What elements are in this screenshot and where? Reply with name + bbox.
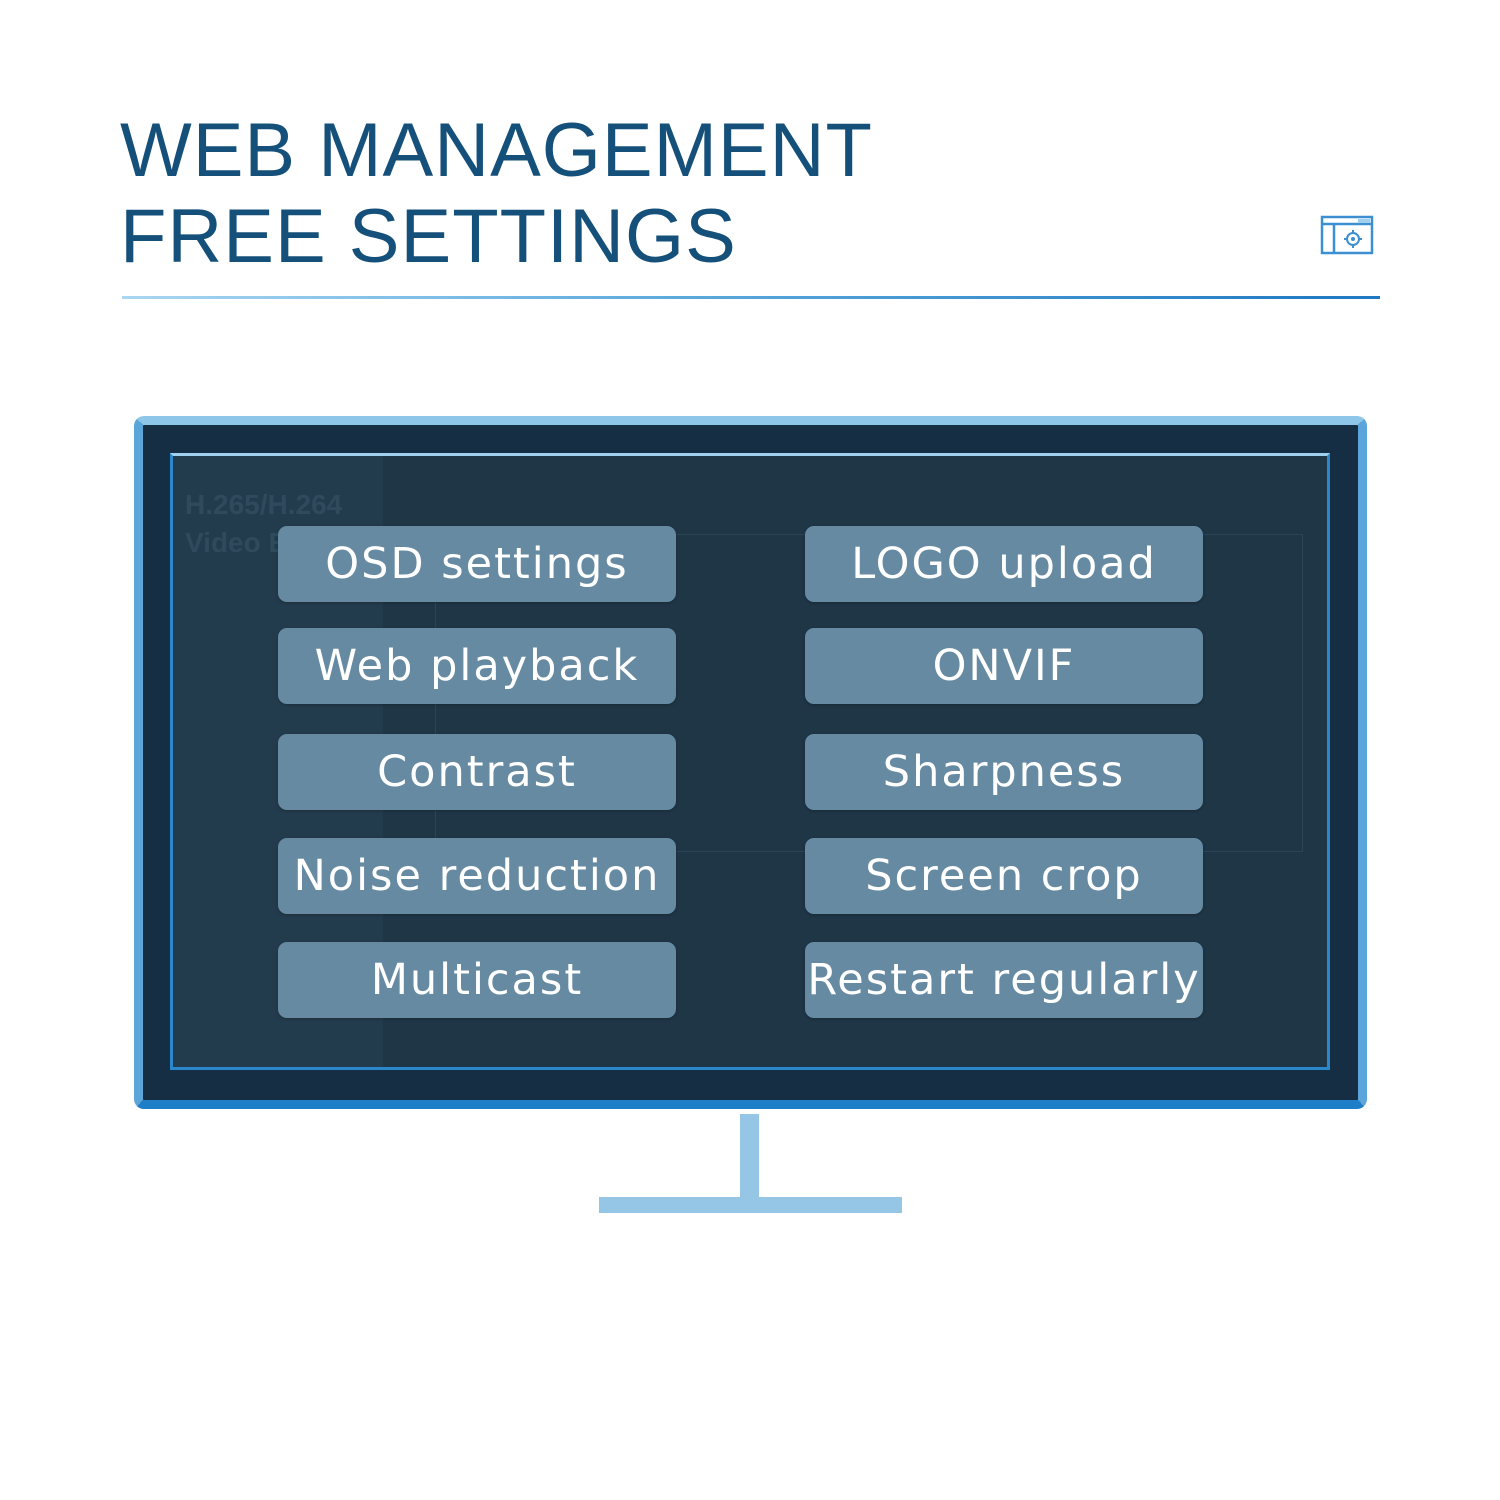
header-divider	[122, 296, 1380, 299]
osd-settings-button[interactable]: OSD settings	[278, 526, 676, 602]
headline-line-2: FREE SETTINGS	[120, 194, 737, 279]
sharpness-button[interactable]: Sharpness	[805, 734, 1203, 810]
monitor-stand-neck	[740, 1114, 759, 1202]
multicast-button[interactable]: Multicast	[278, 942, 676, 1018]
screen-crop-button[interactable]: Screen crop	[805, 838, 1203, 914]
monitor-stand-base	[599, 1197, 902, 1213]
monitor-screen: H.265/H.264 Video Encoder OSD settings W…	[170, 453, 1330, 1070]
onvif-button[interactable]: ONVIF	[805, 628, 1203, 704]
monitor-frame: H.265/H.264 Video Encoder OSD settings W…	[134, 416, 1367, 1109]
settings-window-icon	[1320, 215, 1374, 255]
logo-upload-button[interactable]: LOGO upload	[805, 526, 1203, 602]
web-playback-button[interactable]: Web playback	[278, 628, 676, 704]
headline: WEB MANAGEMENT FREE SETTINGS	[120, 108, 873, 280]
noise-reduction-button[interactable]: Noise reduction	[278, 838, 676, 914]
headline-line-1: WEB MANAGEMENT	[120, 108, 873, 193]
restart-regularly-button[interactable]: Restart regularly	[805, 942, 1203, 1018]
background-title-line-1: H.265/H.264	[185, 489, 343, 520]
contrast-button[interactable]: Contrast	[278, 734, 676, 810]
